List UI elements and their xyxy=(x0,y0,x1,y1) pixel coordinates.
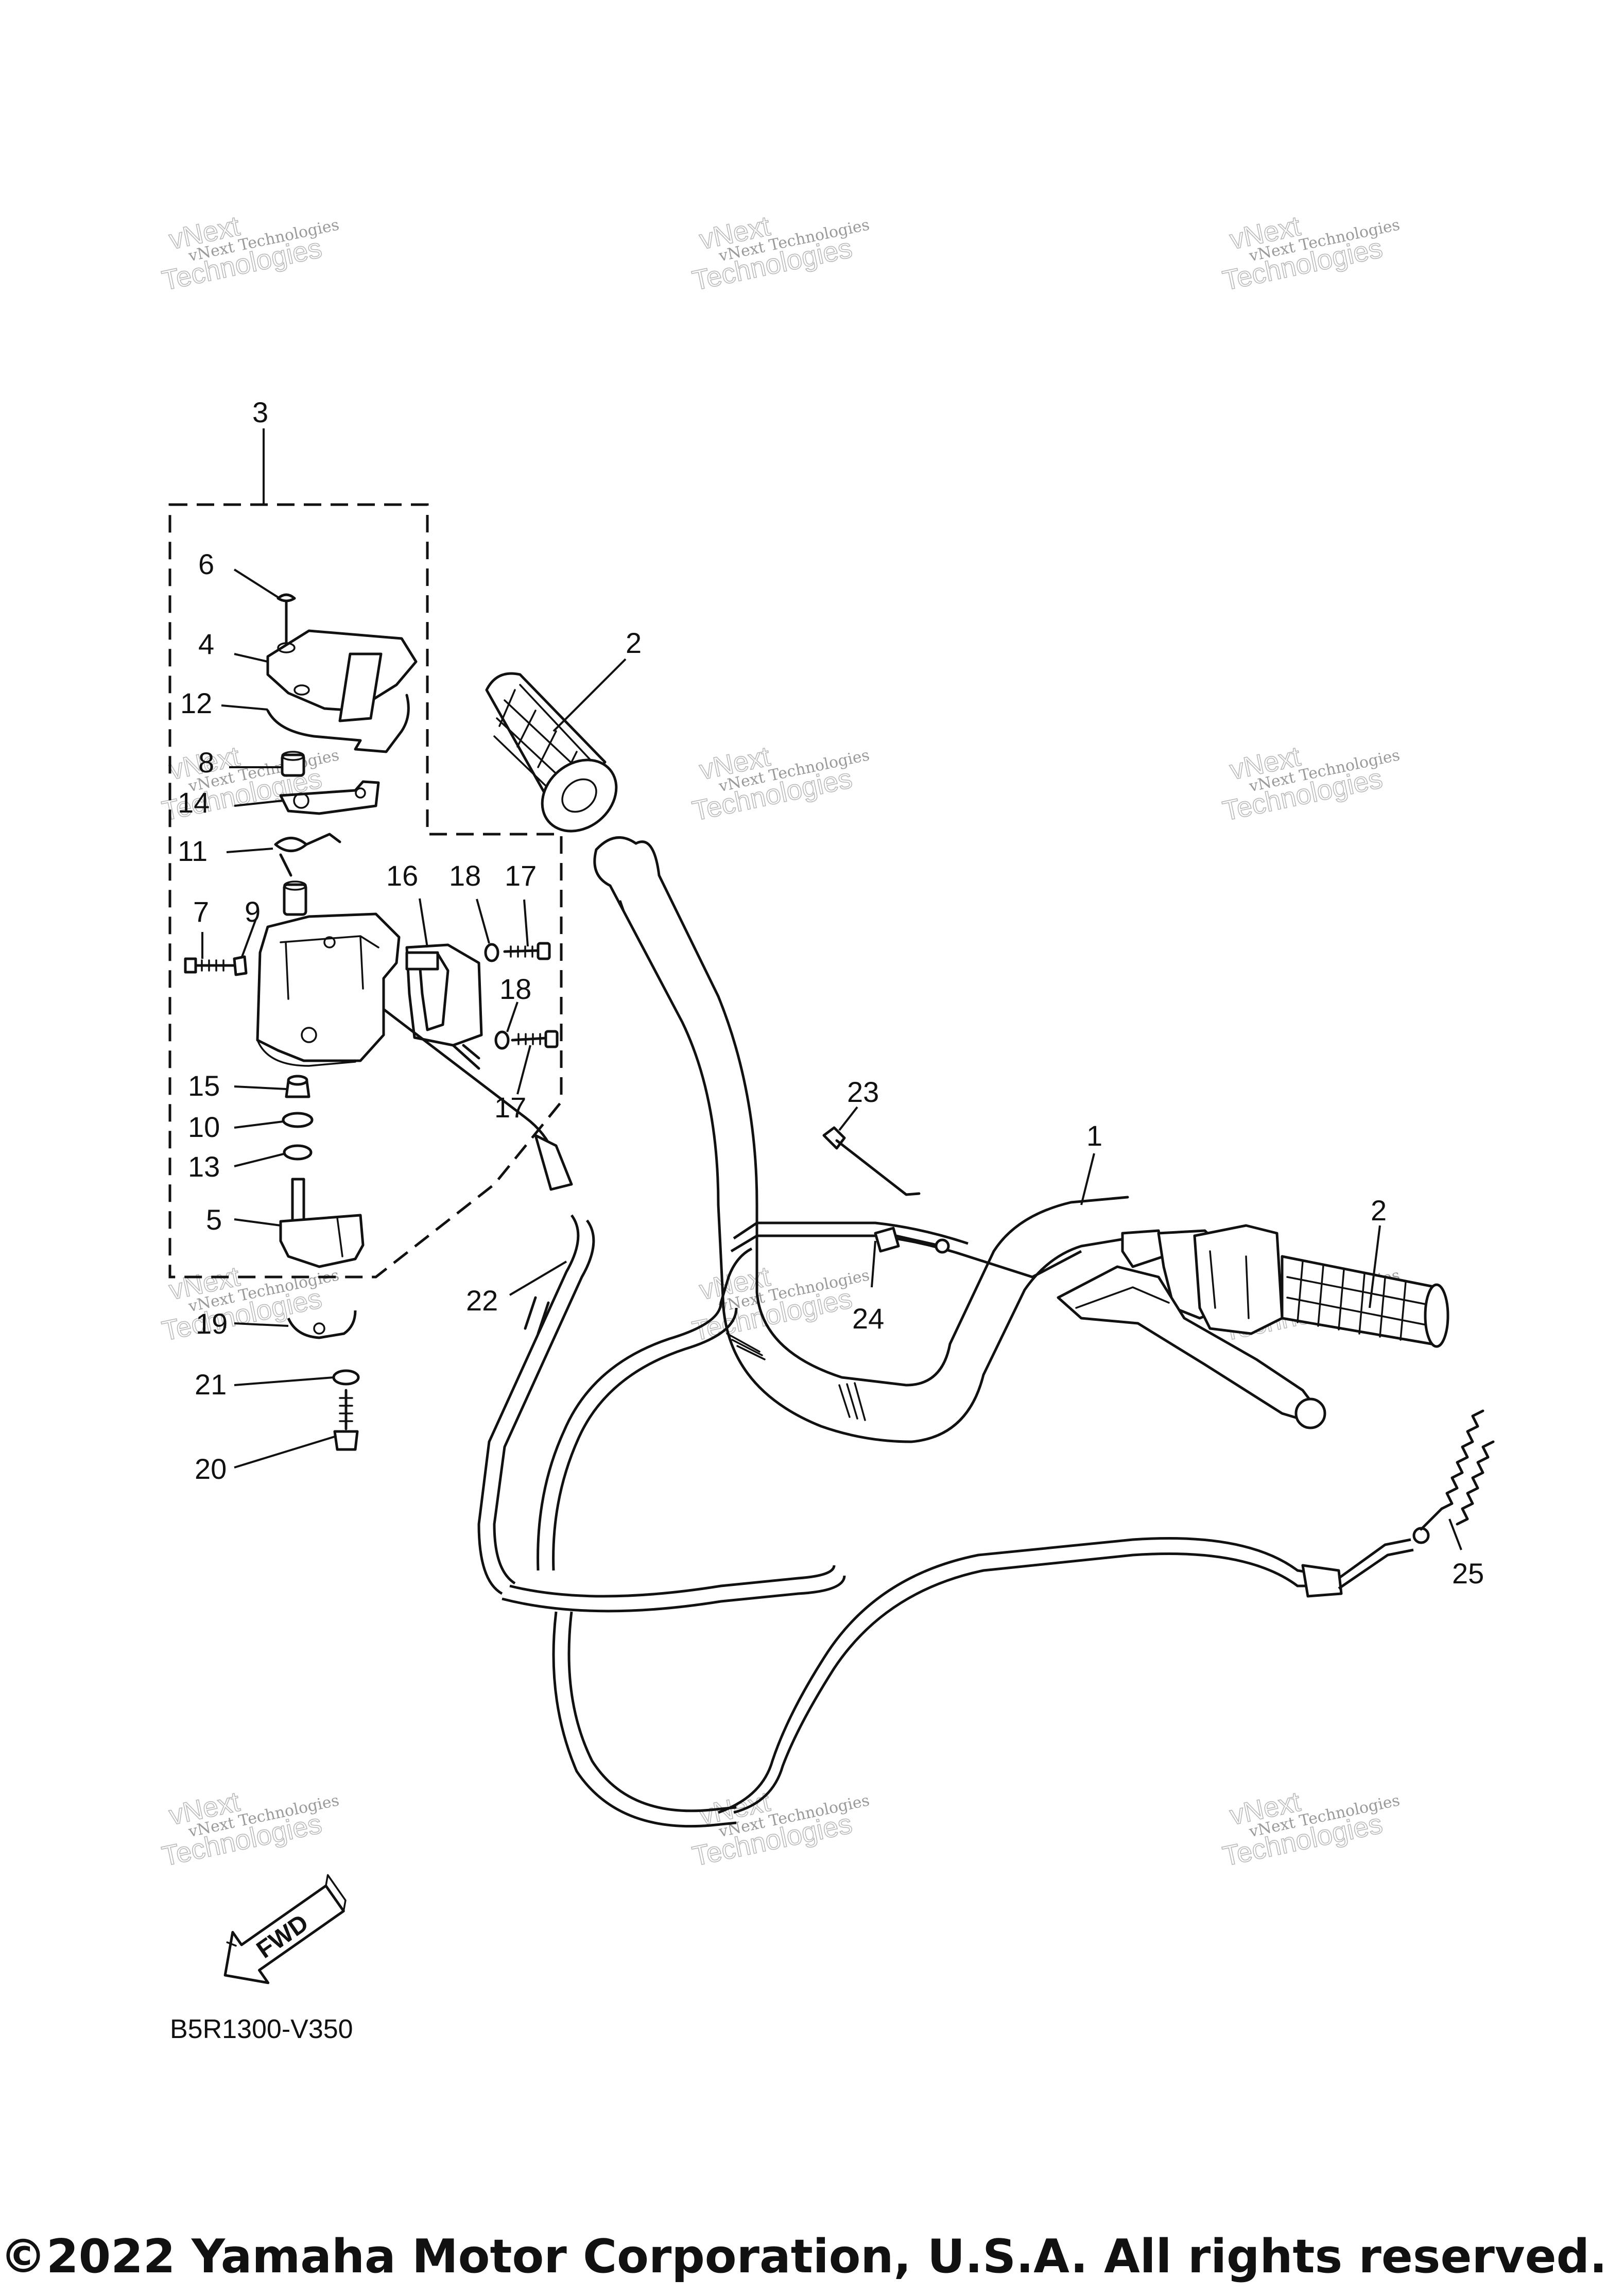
washer-10 xyxy=(282,1112,314,1128)
ring-13 xyxy=(283,1144,313,1161)
collar-8 xyxy=(281,751,305,777)
copyright-notice: ©2022 Yamaha Motor Corporation, U.S.A. A… xyxy=(0,2230,1607,2284)
leader-lines xyxy=(201,428,1462,1550)
callout-21: 21 xyxy=(195,1368,227,1401)
throttle-cable-22 xyxy=(382,1008,595,1595)
callout-3: 3 xyxy=(252,396,268,428)
throttle-housing xyxy=(256,912,401,1067)
callout-14: 14 xyxy=(178,786,210,819)
throttle-lever-5 xyxy=(279,1178,365,1268)
cover-4 xyxy=(266,629,418,722)
watermark: vNext vNext Technologies Technologies xyxy=(1220,210,1402,297)
callout-10: 10 xyxy=(188,1111,220,1143)
gasket-12 xyxy=(266,694,410,753)
bolt-7 xyxy=(184,957,236,974)
callout-22: 22 xyxy=(466,1284,498,1317)
spring-11 xyxy=(274,833,341,877)
callout-2b: 2 xyxy=(1371,1194,1387,1227)
seal-15 xyxy=(285,1075,310,1098)
watermark: vNext vNext Technologies Technologies xyxy=(159,210,341,297)
callout-15: 15 xyxy=(188,1069,220,1102)
watermark: vNext vNext Technologies Technologies xyxy=(1220,740,1402,827)
callout-20: 20 xyxy=(195,1453,227,1485)
callout-19: 19 xyxy=(196,1307,228,1340)
grip-2-left xyxy=(485,672,618,833)
callout-labels: 3 6 4 12 8 14 11 7 9 16 18 17 18 17 15 1… xyxy=(178,396,1484,1590)
callout-5: 5 xyxy=(206,1203,222,1236)
callout-9: 9 xyxy=(245,895,261,928)
switch-16 xyxy=(405,943,483,1070)
callout-7: 7 xyxy=(193,895,209,928)
callout-25: 25 xyxy=(1452,1557,1484,1590)
nut-9 xyxy=(233,955,248,976)
watermark: vNext vNext Technologies Technologies xyxy=(689,740,871,827)
callout-4: 4 xyxy=(198,628,214,660)
screw-6 xyxy=(277,593,296,645)
cable-stay-24 xyxy=(874,1227,950,1254)
watermark: vNext vNext Technologies Technologies xyxy=(689,1786,871,1873)
callout-1: 1 xyxy=(1086,1119,1102,1152)
fwd-arrow: FWD xyxy=(223,1874,347,1984)
callout-11: 11 xyxy=(178,835,208,867)
screw-17b xyxy=(511,1030,559,1048)
callout-17a: 17 xyxy=(505,859,537,892)
clamp-19 xyxy=(287,1310,357,1339)
assembly-boundary xyxy=(168,503,563,1279)
callout-24: 24 xyxy=(852,1302,884,1335)
callout-2a: 2 xyxy=(626,627,642,659)
handlebar-1 xyxy=(593,836,1129,1443)
washer-18a xyxy=(484,943,499,962)
throttle-housing-exploded xyxy=(184,593,559,1268)
callout-13: 13 xyxy=(188,1150,220,1183)
watermark: vNext vNext Technologies Technologies xyxy=(1220,1786,1402,1873)
watermark: vNext vNext Technologies Technologies xyxy=(689,210,871,297)
bushing xyxy=(283,881,307,916)
spring-25 xyxy=(1420,1409,1495,1531)
callout-8: 8 xyxy=(198,746,214,779)
callout-18a: 18 xyxy=(449,859,481,892)
washer-18b xyxy=(494,1030,510,1050)
callout-16: 16 xyxy=(386,859,418,892)
diagram-code: B5R1300-V350 xyxy=(170,2014,353,2044)
lever-plate-14 xyxy=(279,780,380,815)
washer-21 xyxy=(332,1369,360,1386)
right-lever-assembly xyxy=(1057,1224,1449,1429)
watermark: vNext vNext Technologies Technologies xyxy=(689,1261,871,1348)
clamp-23 xyxy=(822,1126,921,1196)
screw-17a xyxy=(503,942,551,960)
watermark: vNext vNext Technologies Technologies xyxy=(159,1786,341,1873)
brake-cable-main xyxy=(502,1221,1430,1828)
callout-23: 23 xyxy=(847,1076,879,1108)
callout-6: 6 xyxy=(198,548,214,580)
callout-18b: 18 xyxy=(499,973,531,1005)
bolt-20 xyxy=(333,1389,359,1451)
callout-17b: 17 xyxy=(494,1091,526,1124)
callout-12: 12 xyxy=(180,687,212,719)
